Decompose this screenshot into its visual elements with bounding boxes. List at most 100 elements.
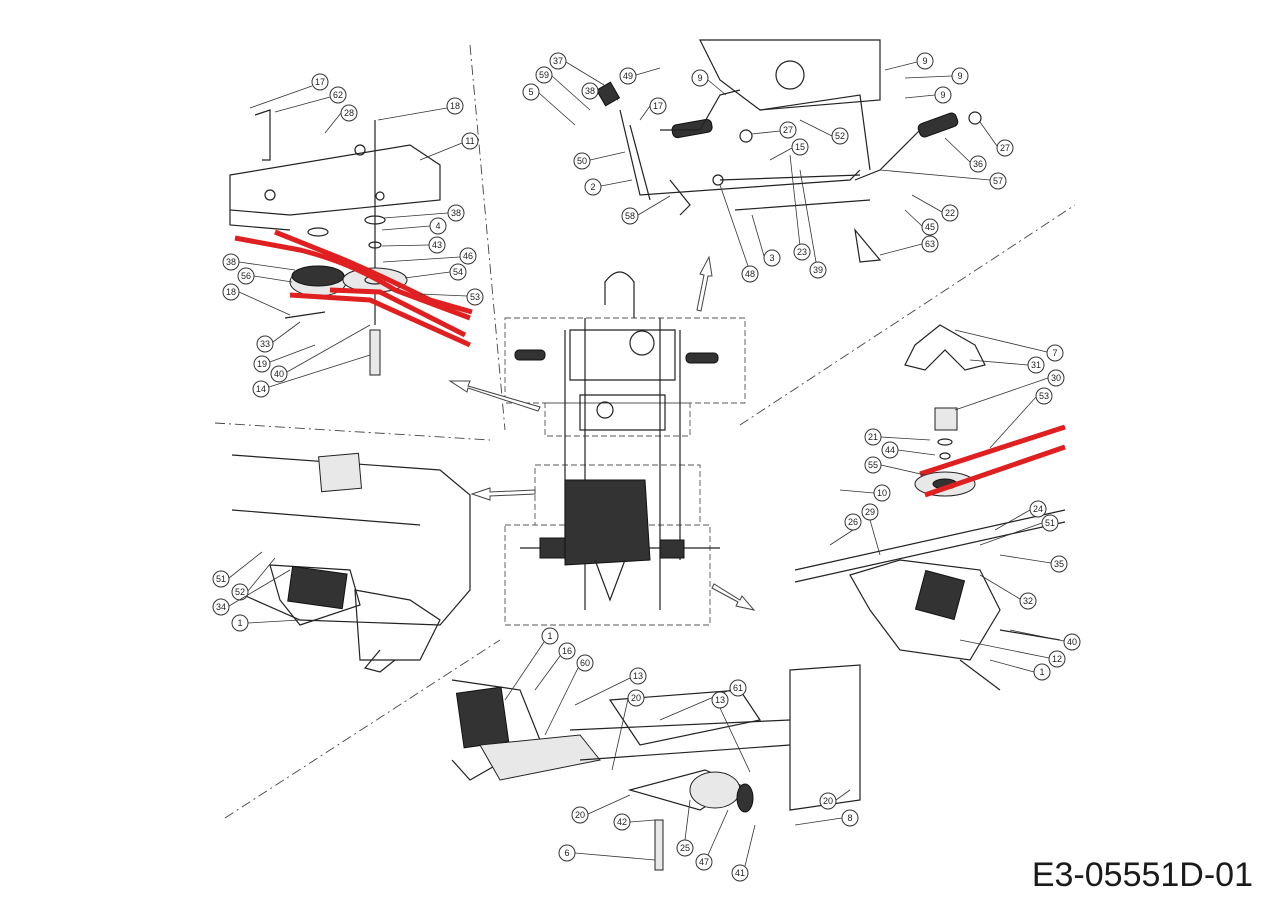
callout-58: 58 (621, 195, 671, 225)
callout-20a: 20 (611, 689, 645, 771)
view-separators (214, 44, 1076, 819)
left-transmission-view (231, 452, 471, 673)
callout-56: 56 (237, 267, 293, 285)
callout-37: 37 (549, 52, 605, 86)
center-overview (504, 271, 746, 626)
svg-text:2: 2 (590, 182, 595, 192)
svg-text:27: 27 (783, 125, 793, 135)
svg-text:48: 48 (745, 269, 755, 279)
svg-text:16: 16 (562, 646, 572, 656)
callout-9d: 9 (904, 86, 952, 104)
svg-text:36: 36 (973, 159, 983, 169)
callout-3: 3 (751, 214, 781, 267)
svg-text:24: 24 (1033, 504, 1043, 514)
svg-text:52: 52 (835, 131, 845, 141)
svg-text:38: 38 (226, 257, 236, 267)
callout-40-right: 40 (1009, 629, 1081, 651)
callout-26: 26 (829, 513, 862, 546)
callout-41: 41 (731, 824, 756, 882)
callout-18: 18 (377, 97, 464, 121)
svg-text:25: 25 (680, 843, 690, 853)
svg-text:41: 41 (735, 868, 745, 878)
svg-text:43: 43 (432, 240, 442, 250)
callout-52: 52 (799, 119, 849, 145)
svg-text:20: 20 (575, 810, 585, 820)
callout-45: 45 (904, 209, 939, 236)
callout-23: 23 (789, 154, 811, 261)
svg-text:8: 8 (847, 813, 852, 823)
svg-text:59: 59 (539, 70, 549, 80)
svg-text:50: 50 (577, 156, 587, 166)
callout-27b: 27 (979, 121, 1014, 157)
svg-text:17: 17 (315, 77, 325, 87)
callout-43: 43 (381, 236, 446, 254)
bottom-bracket-view (451, 664, 861, 871)
callout-42: 42 (613, 813, 656, 831)
svg-text:60: 60 (580, 658, 590, 668)
svg-text:17: 17 (653, 101, 663, 111)
svg-text:31: 31 (1031, 360, 1041, 370)
callout-51-right: 51 (979, 514, 1059, 546)
svg-text:34: 34 (216, 602, 226, 612)
svg-text:22: 22 (945, 208, 955, 218)
svg-text:40: 40 (274, 369, 284, 379)
callout-61: 61 (659, 679, 747, 721)
callout-34: 34 (212, 569, 291, 616)
callout-21: 21 (864, 428, 931, 446)
callout-44: 44 (881, 441, 936, 459)
svg-text:47: 47 (699, 857, 709, 867)
top-left-pulley-view (229, 109, 473, 376)
svg-text:20: 20 (823, 796, 833, 806)
callout-32: 32 (979, 574, 1037, 610)
callout-9c: 9 (904, 67, 969, 85)
callout-12: 12 (959, 639, 1066, 668)
callout-35: 35 (999, 554, 1068, 573)
svg-text:4: 4 (435, 221, 440, 231)
callout-11: 11 (419, 132, 479, 161)
svg-text:26: 26 (848, 517, 858, 527)
svg-text:57: 57 (993, 176, 1003, 186)
callout-4: 4 (381, 217, 447, 235)
callout-10: 10 (839, 484, 891, 502)
callout-2: 2 (584, 178, 633, 196)
callout-48: 48 (719, 184, 759, 283)
callout-14: 14 (252, 354, 371, 398)
callout-17: 17 (249, 73, 329, 109)
callout-13a: 13 (574, 667, 647, 706)
svg-text:32: 32 (1023, 596, 1033, 606)
svg-text:49: 49 (623, 71, 633, 81)
svg-text:13: 13 (715, 695, 725, 705)
callout-19: 19 (253, 344, 316, 373)
svg-text:54: 54 (453, 267, 463, 277)
callout-20b: 20 (571, 794, 631, 824)
svg-text:1: 1 (547, 631, 552, 641)
callout-1-bottom: 1 (504, 627, 559, 701)
callout-46: 46 (382, 247, 477, 265)
svg-text:6: 6 (564, 848, 569, 858)
callout-38b: 38 (222, 253, 296, 271)
callout-28: 28 (324, 104, 358, 134)
callout-59: 59 (535, 66, 591, 111)
svg-text:38: 38 (585, 86, 595, 96)
callout-24: 24 (994, 500, 1047, 531)
svg-text:9: 9 (697, 73, 702, 83)
callout-60: 60 (544, 654, 594, 736)
svg-text:12: 12 (1052, 654, 1062, 664)
callout-7: 7 (954, 329, 1064, 362)
svg-text:5: 5 (528, 87, 533, 97)
callout-20c: 20 (819, 789, 851, 810)
svg-text:13: 13 (633, 671, 643, 681)
callout-9b: 9 (884, 52, 934, 71)
svg-text:28: 28 (344, 108, 354, 118)
callout-36: 36 (944, 137, 987, 173)
svg-text:19: 19 (257, 359, 267, 369)
callout-16: 16 (534, 642, 576, 691)
callout-54: 54 (404, 263, 467, 281)
svg-text:40: 40 (1067, 637, 1077, 647)
svg-text:1: 1 (237, 618, 242, 628)
svg-text:45: 45 (925, 222, 935, 232)
callout-38-pedal: 38 (581, 82, 619, 101)
callout-39: 39 (799, 169, 827, 279)
svg-text:27: 27 (1000, 143, 1010, 153)
callout-52-left: 52 (231, 557, 276, 601)
